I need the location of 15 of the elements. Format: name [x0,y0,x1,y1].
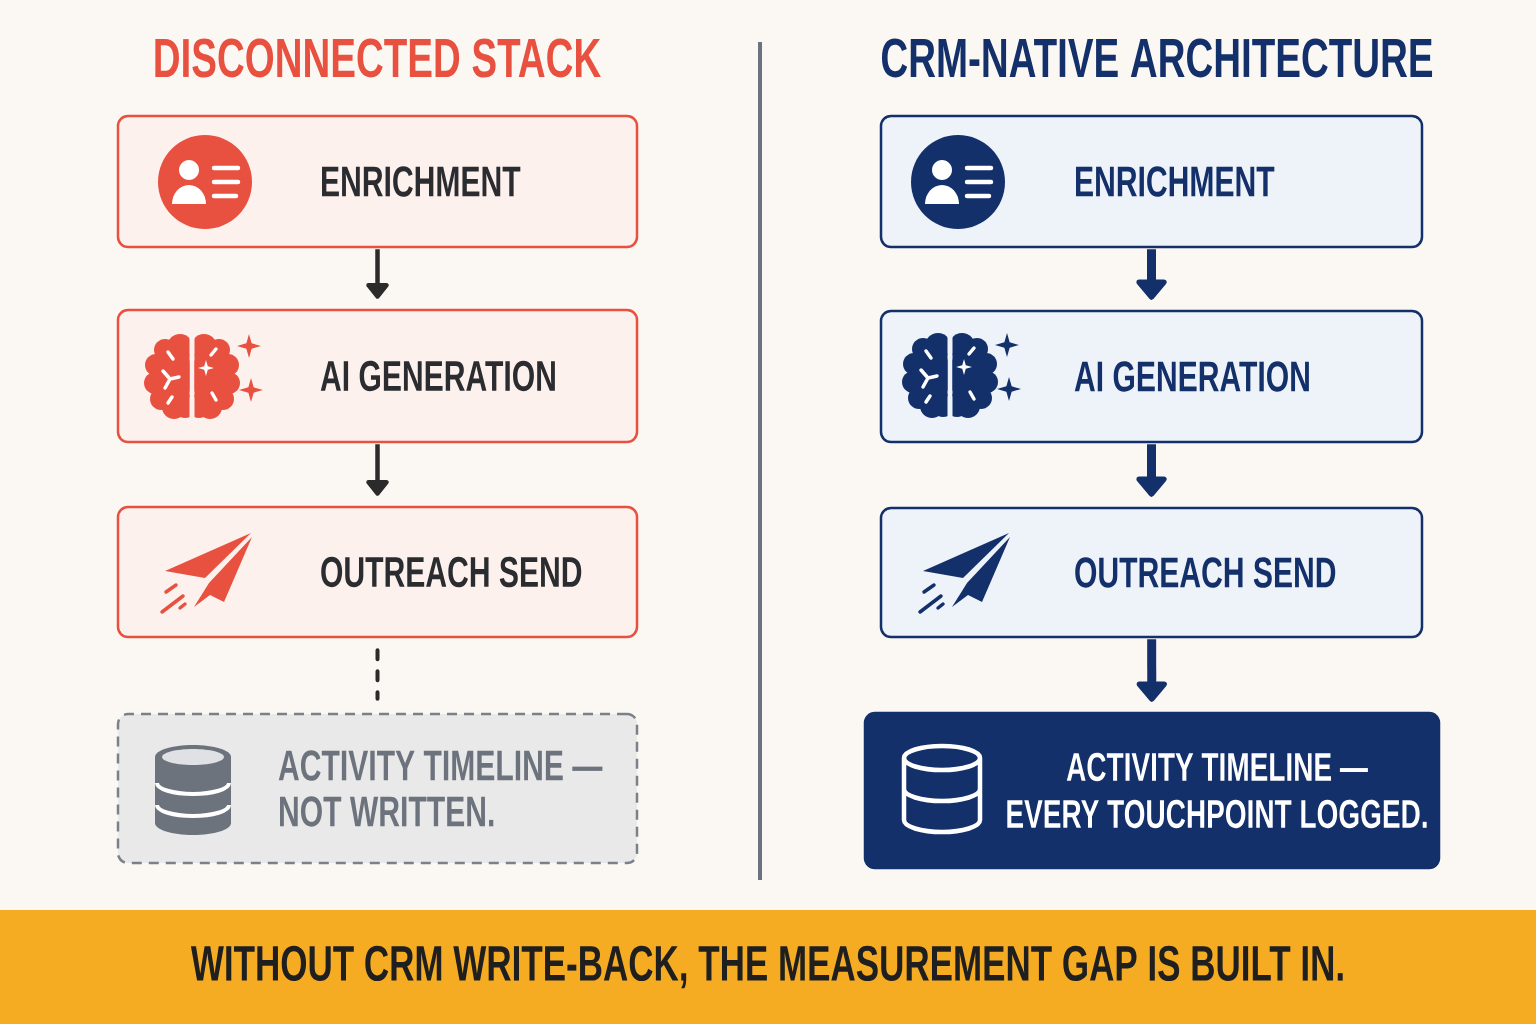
arrow [1136,639,1167,702]
process-box: ACTIVITY TIMELINE — EVERY TOUCHPOINT LOGGED. [863,711,1441,870]
footer-banner: WITHOUT CRM WRITE-BACK, THE MEASUREMENT GAP IS BUILT IN. [0,910,1536,1024]
arrow [1136,249,1167,300]
dashed-connector [375,648,380,701]
arrow [1136,444,1167,497]
arrow [366,249,389,299]
process-box: OUTREACH SEND [116,505,639,639]
process-box: AI GENERATION [879,309,1424,444]
process-box: OUTREACH SEND [879,506,1424,639]
process-box: ENRICHMENT [116,114,639,249]
process-box: AI GENERATION [116,308,639,444]
process-box: ACTIVITY TIMELINE — NOT WRITTEN. [116,712,639,865]
process-box: ENRICHMENT [879,114,1424,249]
arrow [366,444,389,496]
